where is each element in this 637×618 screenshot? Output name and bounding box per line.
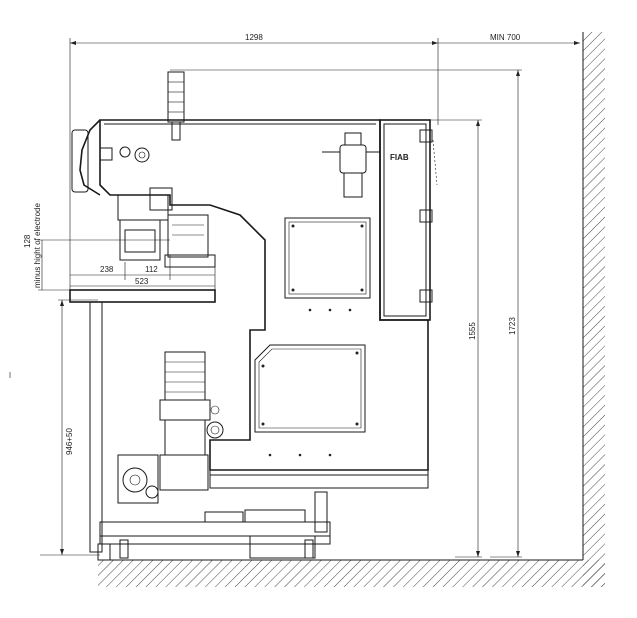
- dimension-label-112: 112: [145, 265, 158, 274]
- brand-plate: FIAB: [390, 153, 409, 162]
- dimension-label-523: 523: [135, 277, 149, 286]
- dimension-1555: [430, 119, 482, 558]
- dimension-label-946-50: 946+50: [65, 428, 74, 455]
- dimension-min-clearance: [438, 41, 580, 45]
- dimension-overall-width: [69, 38, 439, 300]
- dimension-label-min-700: MIN 700: [490, 33, 521, 42]
- dimension-label-1298: 1298: [245, 33, 263, 42]
- dimension-label-128: 128: [23, 234, 32, 248]
- machine-body: [69, 71, 438, 561]
- dimension-label-1555: 1555: [468, 322, 477, 340]
- dimension-note-electrode: minus hight of electrode: [33, 203, 42, 288]
- dimension-128: [38, 239, 170, 291]
- dimension-label-238: 238: [100, 265, 114, 274]
- dimension-label-1723: 1723: [508, 317, 517, 335]
- floor: [98, 559, 605, 587]
- dimension-1723: [170, 69, 522, 558]
- wall: [582, 32, 605, 587]
- dimension-table-height: [40, 299, 100, 556]
